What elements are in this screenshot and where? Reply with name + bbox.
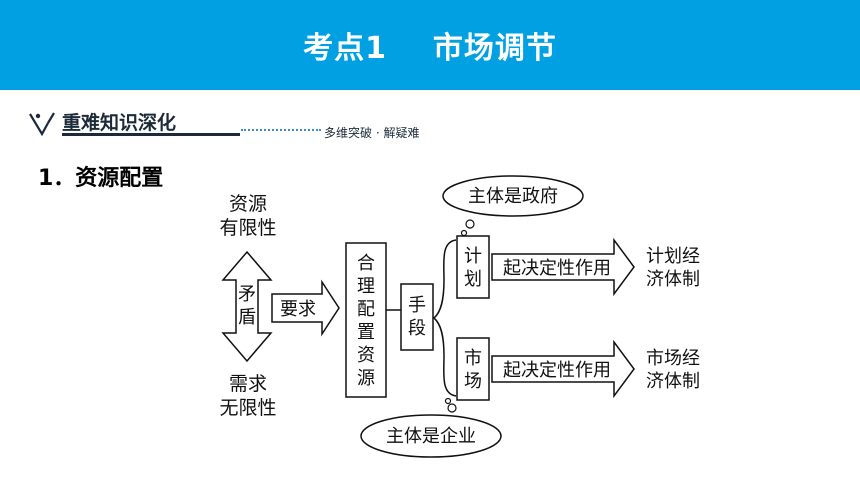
allocate-char-1: 合 (357, 253, 375, 274)
requirement-label: 要求 (280, 299, 316, 320)
section-dotted-leader (241, 129, 321, 131)
plan-subject-cloud: 主体是政府 (442, 175, 584, 237)
plan-decisive-label: 起决定性作用 (503, 258, 611, 279)
market-subject-cloud: 主体是企业 (360, 397, 502, 458)
contradiction-double-arrow (221, 250, 273, 363)
market-char-1: 市 (464, 348, 482, 369)
means-char-2: 段 (408, 318, 426, 339)
allocate-box (345, 242, 387, 398)
slide-title: 考点1 市场调节 (303, 31, 557, 66)
requirement-arrow (271, 279, 340, 337)
demand-unlimited-line1: 需求 (229, 373, 267, 395)
plan-char-2: 划 (464, 269, 482, 290)
plan-decisive-arrow (491, 237, 635, 297)
section-banner: 重难知识深化 多维突破 · 解疑难 (28, 106, 428, 142)
allocate-char-5: 资 (357, 345, 375, 366)
triangle-logo-icon (29, 112, 55, 137)
market-economy-line1: 市场经 (646, 348, 700, 369)
section-subtitle: 多维突破 · 解疑难 (324, 126, 420, 140)
market-box (456, 337, 490, 401)
slide-header: 考点1 市场调节 (0, 0, 860, 90)
demand-unlimited-line2: 无限性 (219, 397, 276, 419)
allocate-char-6: 源 (357, 368, 375, 389)
allocate-char-2: 理 (357, 276, 375, 297)
section-underline (62, 133, 240, 136)
planned-economy-line2: 济体制 (646, 269, 700, 290)
section-label: 重难知识深化 (62, 112, 177, 134)
market-economy-line2: 济体制 (646, 371, 700, 392)
market-decisive-label: 起决定性作用 (503, 360, 611, 381)
means-curly-brace (432, 239, 457, 397)
contradiction-line2: 盾 (238, 307, 256, 328)
allocate-char-4: 置 (357, 322, 375, 343)
contradiction-line1: 矛 (238, 284, 256, 305)
market-char-2: 场 (464, 371, 482, 392)
resource-limited-line2: 有限性 (219, 217, 276, 239)
market-decisive-arrow (491, 339, 635, 399)
allocate-char-3: 配 (357, 299, 375, 320)
item-heading: 1．资源配置 (38, 166, 164, 191)
means-char-1: 手 (408, 295, 426, 316)
planned-economy-line1: 计划经 (646, 246, 700, 267)
resource-limited-line1: 资源 (229, 193, 267, 215)
plan-box (456, 235, 490, 299)
market-subject-label: 主体是企业 (386, 426, 476, 447)
plan-char-1: 计 (464, 246, 482, 267)
means-box (400, 283, 434, 351)
plan-subject-label: 主体是政府 (468, 186, 558, 207)
